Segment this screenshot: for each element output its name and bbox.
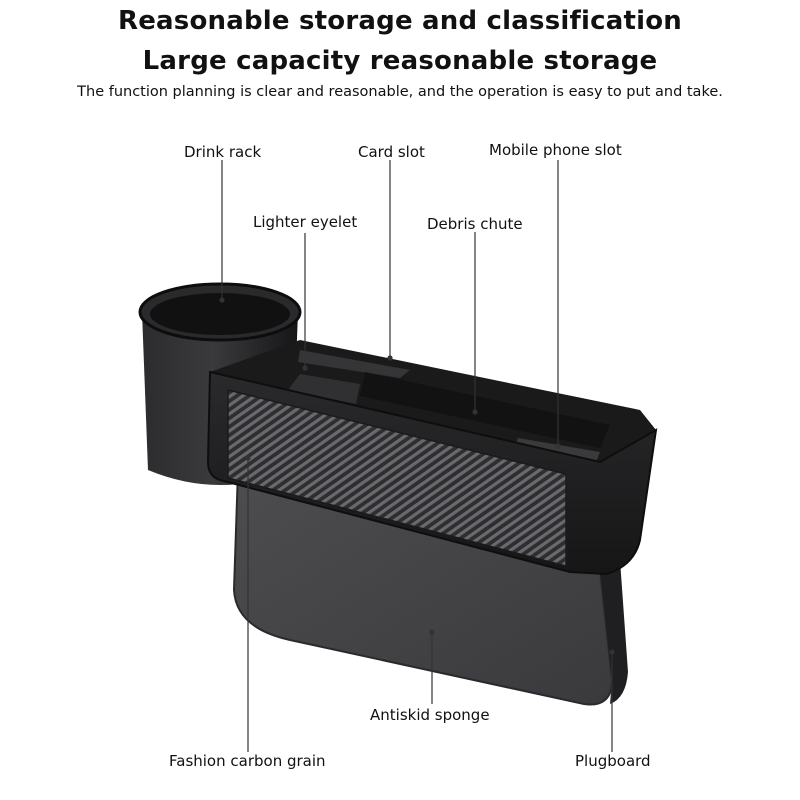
- card-slot: [288, 374, 360, 404]
- page-title: Reasonable storage and classification: [118, 6, 682, 36]
- label-drink-rack: Drink rack: [184, 143, 262, 161]
- label-antiskid-sponge: Antiskid sponge: [370, 706, 490, 724]
- antiskid-sponge-panel: [232, 468, 614, 706]
- label-lighter-eyelet: Lighter eyelet: [253, 213, 358, 231]
- lighter-eyelet-slot: [298, 350, 410, 378]
- leader-lines: [219, 160, 615, 752]
- page-description: The function planning is clear and reaso…: [77, 84, 723, 100]
- plugboard-edge: [600, 560, 628, 704]
- page-subtitle: Large capacity reasonable storage: [142, 46, 658, 76]
- label-debris-chute: Debris chute: [427, 215, 523, 233]
- label-card-slot: Card slot: [358, 143, 425, 161]
- carbon-grain-panel: [227, 389, 567, 567]
- debris-chute: [360, 372, 610, 448]
- label-fashion-carbon-grain: Fashion carbon grain: [169, 752, 326, 770]
- mobile-phone-slot: [514, 438, 600, 462]
- label-plugboard: Plugboard: [575, 752, 651, 770]
- drink-rack-opening: [150, 293, 290, 335]
- label-mobile-phone-slot: Mobile phone slot: [489, 141, 622, 159]
